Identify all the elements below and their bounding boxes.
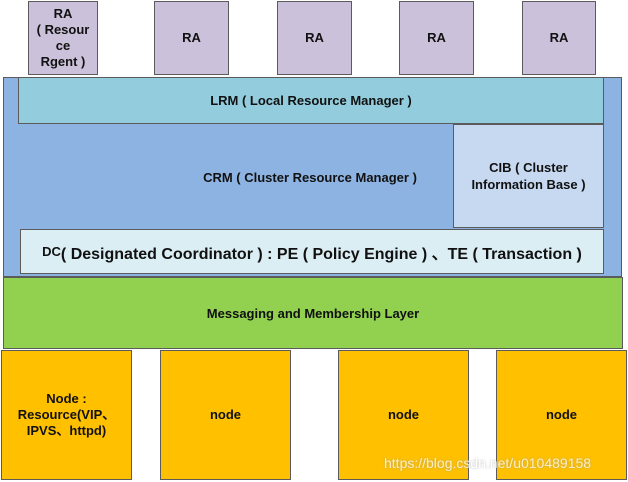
- node-box: node: [496, 350, 627, 480]
- lrm-bar: LRM ( Local Resource Manager ): [18, 77, 604, 124]
- messaging-layer: Messaging and Membership Layer: [3, 277, 623, 349]
- ra-box-resource-agent: RA ( Resour ce Rgent ): [28, 1, 98, 75]
- node-box: node: [338, 350, 469, 480]
- watermark-text: https://blog.csdn.net/u010489158: [384, 455, 592, 471]
- cib-box: CIB ( Cluster Information Base ): [453, 124, 604, 228]
- dc-bar: DC ( Designated Coordinator ) : PE ( Pol…: [20, 229, 604, 274]
- dc-description: ( Designated Coordinator ) : PE ( Policy…: [60, 245, 582, 263]
- node-box-resource: Node : Resource(VIP、 IPVS、httpd): [1, 350, 132, 480]
- ra-box: RA: [277, 1, 352, 75]
- ra-box: RA: [154, 1, 229, 75]
- ra-box: RA: [399, 1, 474, 75]
- dc-prefix: DC: [42, 244, 61, 259]
- node-box: node: [160, 350, 291, 480]
- ra-box: RA: [522, 1, 596, 75]
- crm-label: CRM ( Cluster Resource Manager ): [203, 170, 417, 185]
